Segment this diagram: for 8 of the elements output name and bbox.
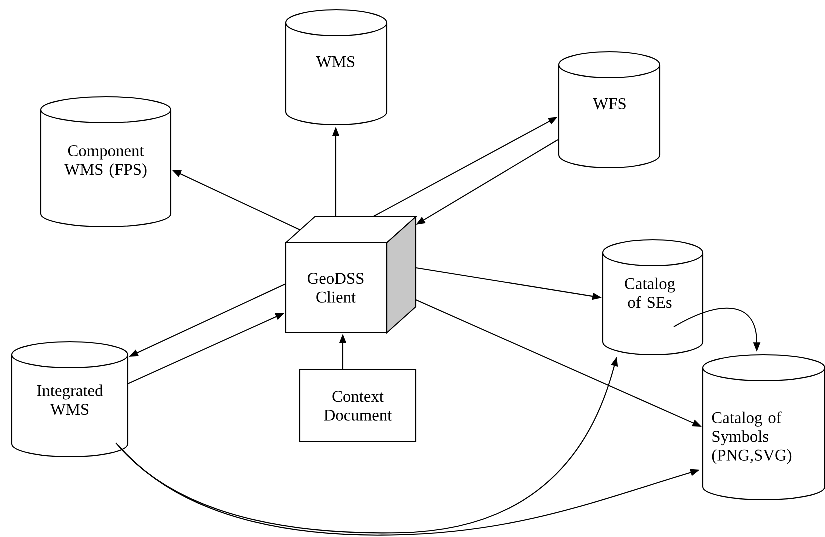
database-cylinder: Catalog of Symbols (PNG,SVG) [702,354,825,501]
database-cylinder: WFS [558,51,661,169]
database-cylinder: WMS [285,9,388,126]
database-cylinder: Catalog of SEs [602,239,704,356]
node-label: Catalog of Symbols (PNG,SVG) [712,412,792,464]
database-cylinder: Integrated WMS [11,341,129,458]
document-box: Context Document [299,369,417,443]
database-cylinder: Component WMS (FPS) [40,96,172,228]
